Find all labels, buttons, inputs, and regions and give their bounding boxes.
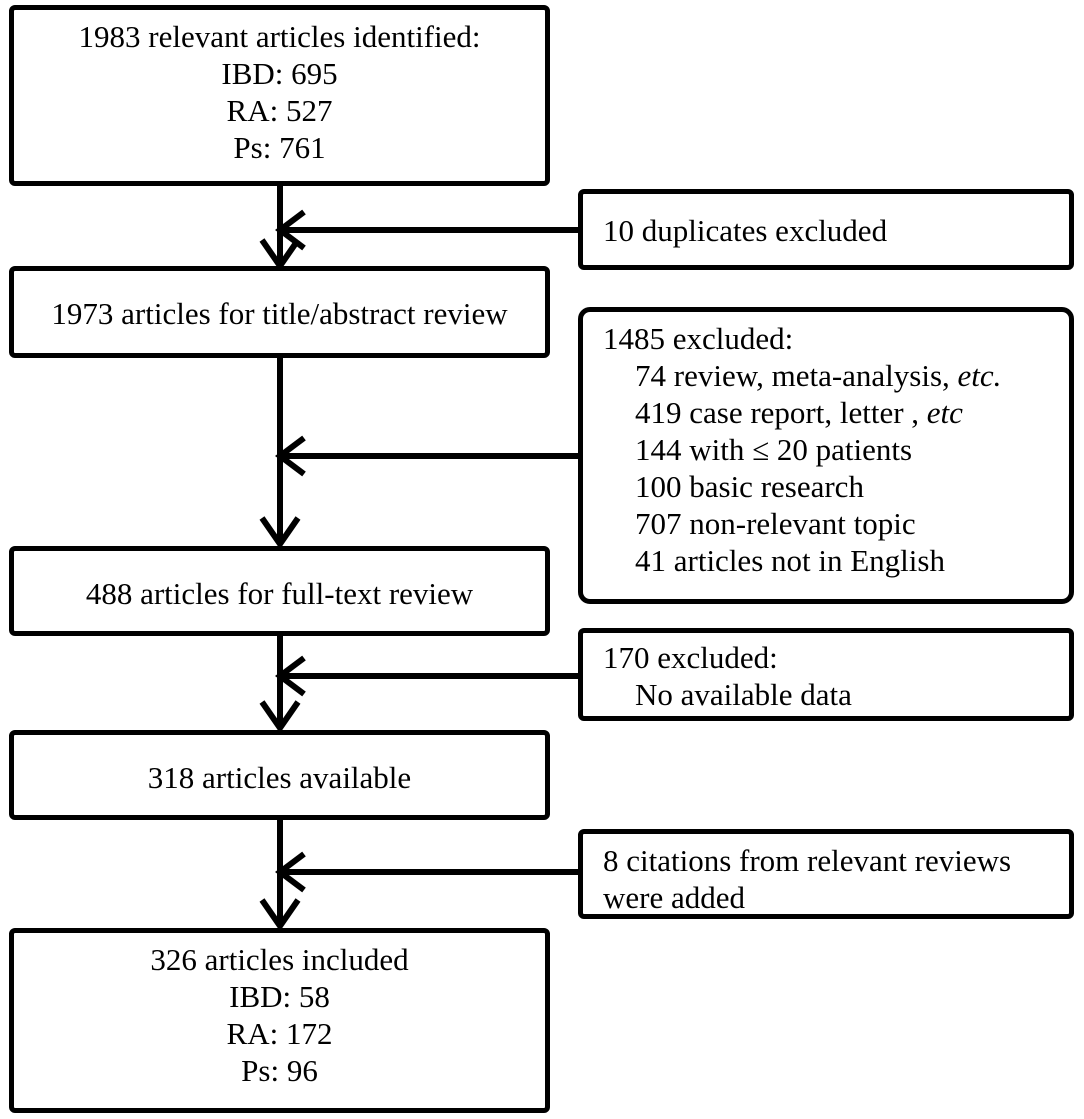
- identified-ibd: IBD: 695: [221, 56, 338, 91]
- included-title: 326 articles included: [150, 942, 409, 977]
- excl2-title: 170 excluded:: [603, 640, 778, 675]
- excl1-item: 144 with ≤ 20 patients: [635, 432, 913, 467]
- box-articles-available: 318 articles available: [9, 730, 550, 820]
- title-abstract-text: 1973 articles for title/abstract review: [51, 296, 508, 331]
- articles-available-text: 318 articles available: [147, 760, 412, 795]
- excl1-item: 100 basic research: [635, 469, 864, 504]
- included-ra: RA: 172: [226, 1016, 333, 1051]
- included-ibd: IBD: 58: [229, 979, 330, 1014]
- arrow-1485-excluded: [275, 435, 580, 477]
- box-170-excluded: 170 excluded: No available data: [578, 628, 1074, 721]
- identified-title: 1983 relevant articles identified:: [78, 19, 481, 54]
- excl1-item: 41 articles not in English: [635, 543, 945, 578]
- citations-line1: 8 citations from relevant reviews: [603, 843, 1012, 878]
- included-ps: Ps: 96: [241, 1053, 318, 1088]
- arrow-duplicates-excluded: [275, 209, 580, 251]
- citations-line2: were added: [603, 880, 745, 915]
- identified-ra: RA: 527: [226, 93, 333, 128]
- excl1-item: 419 case report, letter , etc: [635, 395, 963, 430]
- box-full-text-review: 488 articles for full-text review: [9, 546, 550, 636]
- arrow-170-excluded: [275, 655, 580, 697]
- full-text-review-text: 488 articles for full-text review: [85, 576, 474, 611]
- excl1-title: 1485 excluded:: [603, 321, 794, 356]
- box-1485-excluded: 1485 excluded: 74 review, meta-analysis,…: [578, 307, 1074, 604]
- duplicates-text: 10 duplicates excluded: [603, 213, 888, 248]
- box-citations-added: 8 citations from relevant reviews were a…: [578, 829, 1074, 919]
- arrow-box1-to-box2: [259, 184, 301, 272]
- arrow-box3-to-box4: [259, 634, 301, 734]
- arrow-box2-to-box3: [259, 356, 301, 550]
- excl1-item: 74 review, meta-analysis, etc.: [635, 358, 1002, 393]
- identified-ps: Ps: 761: [233, 130, 326, 165]
- excl2-item: No available data: [635, 677, 852, 712]
- excl1-item: 707 non-relevant topic: [635, 506, 916, 541]
- box-articles-included: 326 articles included IBD: 58 RA: 172 Ps…: [9, 928, 550, 1113]
- box-duplicates-excluded: 10 duplicates excluded: [578, 189, 1074, 270]
- box-title-abstract-review: 1973 articles for title/abstract review: [9, 266, 550, 358]
- arrow-citations-added: [275, 851, 580, 893]
- box-identified: 1983 relevant articles identified: IBD: …: [9, 5, 550, 186]
